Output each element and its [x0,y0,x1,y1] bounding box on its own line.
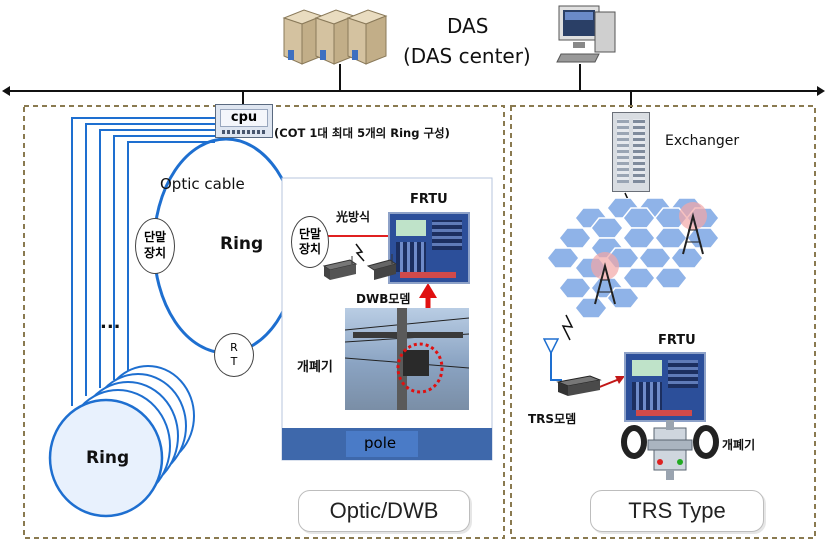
rt-label-bottom: T [230,355,238,368]
trs-modem-label: TRS모뎀 [528,412,577,426]
cellular-grid [546,198,720,319]
dwb-modem-icon [322,254,398,280]
exchanger-cabinet [612,112,650,192]
optic-method-label: 光방식 [336,210,371,224]
switch-label-left: 개폐기 [297,360,333,375]
switch-label-right: 개폐기 [722,438,756,452]
cpu-label: cpu [220,109,268,127]
terminal-device-node: 단말 장치 [135,218,175,274]
panel-title-trs-type: TRS Type [590,490,764,532]
ring-stack [48,365,195,518]
ring-label: Ring [220,234,264,254]
workstation-icon [556,5,616,63]
inner-terminal-node: 단말 장치 [291,216,329,268]
rt-node: R T [214,333,254,377]
panel-title-optic-dwb: Optic/DWB [298,490,470,532]
more-rings-ellipsis: ... [100,312,121,333]
das-center-label: (DAS center) [403,44,531,68]
cpu-ports [222,130,266,134]
optic-cable-label: Optic cable [160,175,245,193]
cpu-device: cpu [215,104,273,138]
dwb-modem-label: DWB모뎀 [356,292,411,306]
frtu-device-left [388,212,470,284]
cot-note: (COT 1대 최대 5개의 Ring 구성) [274,126,450,140]
terminal-label-top: 단말 [143,230,167,244]
pole-photo [345,308,469,410]
inner-terminal-top: 단말 [298,227,322,241]
exchanger-label: Exchanger [665,133,740,149]
frtu-label-right: FRTU [658,333,696,348]
das-title: DAS [447,14,489,38]
das-server-icon [282,9,388,65]
switchgear-icon [621,420,719,480]
pole-label: pole [364,434,397,452]
rt-label-top: R [230,341,238,354]
inner-terminal-bottom: 장치 [298,242,322,256]
trs-modem-icon [556,375,602,396]
antenna-icon [543,338,559,354]
frtu-device-right [624,352,706,422]
frtu-label-left: FRTU [410,192,448,207]
terminal-label-bottom: 장치 [143,246,167,260]
ring-stack-label: Ring [86,448,130,468]
